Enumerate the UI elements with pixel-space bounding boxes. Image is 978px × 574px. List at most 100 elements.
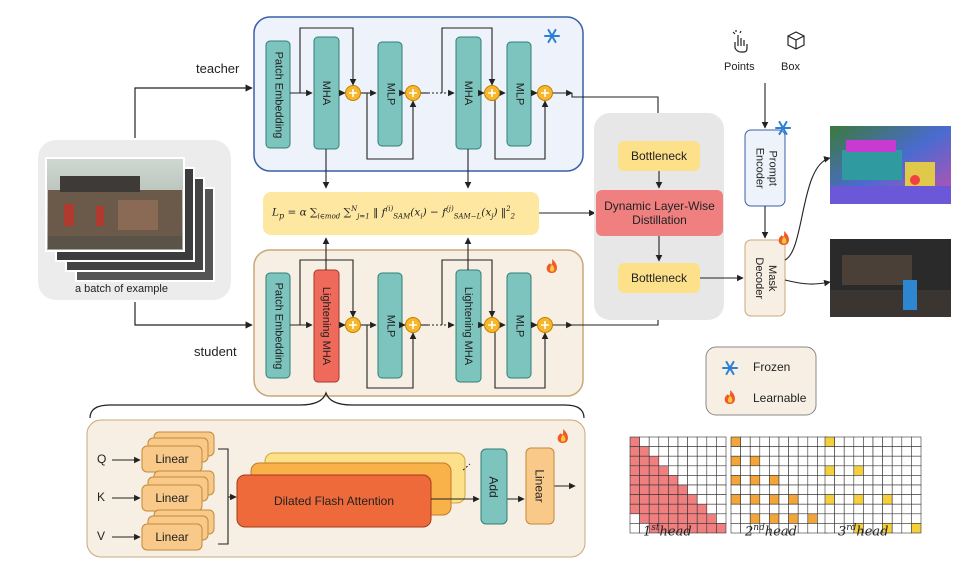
grid-cell — [769, 503, 780, 515]
grid-cell — [843, 465, 855, 476]
grid-cell — [668, 494, 679, 505]
grid-cell — [843, 513, 855, 524]
grid-cell — [749, 465, 761, 476]
grid-cell — [863, 513, 874, 524]
grid-cell — [891, 513, 903, 524]
grid-cell — [639, 436, 650, 447]
grid-cell — [824, 494, 835, 505]
grid-cell — [834, 446, 845, 457]
grid-cell — [716, 484, 727, 495]
grid-cell — [797, 465, 809, 476]
add-label: Add — [486, 475, 501, 498]
grid-cell — [882, 503, 893, 515]
grid-cell — [648, 503, 660, 515]
grid-cell — [648, 436, 660, 447]
grid-cell — [834, 436, 845, 447]
grid-cell — [863, 446, 874, 457]
grid-cell — [797, 503, 809, 515]
grid-cell — [824, 484, 835, 495]
grid-cell — [882, 484, 893, 495]
distillation-label: Dynamic Layer-Wise Distillation — [604, 198, 715, 227]
grid-cell — [648, 494, 660, 505]
teacher-mlp-2 — [506, 41, 532, 147]
grid-cell — [687, 465, 698, 476]
grid-cell — [668, 465, 679, 476]
grid-cell — [716, 503, 727, 515]
head-caption-third: 3rdhead — [838, 523, 889, 540]
grid-cell — [716, 513, 727, 524]
grid-cell — [648, 446, 660, 457]
grid-cell — [668, 513, 679, 524]
grid-cell — [668, 484, 679, 495]
teacher-mlp-2-label: MLP — [513, 82, 525, 106]
grid-cell — [853, 455, 864, 467]
linear-stack-k — [141, 470, 215, 512]
grid-cell — [687, 455, 698, 467]
output-linear-block — [525, 447, 555, 525]
grid-cell — [891, 475, 903, 486]
grid-cell — [740, 446, 751, 457]
grid-cell — [853, 475, 864, 486]
grid-cell — [911, 484, 922, 495]
grid-cell — [677, 446, 688, 457]
student-mlp-2-label: MLP — [513, 314, 525, 337]
grid-cell — [629, 523, 640, 534]
output-linear-label: Linear — [533, 469, 548, 503]
grid-cell — [843, 494, 855, 505]
grid-cell — [696, 484, 708, 495]
grid-cell — [788, 436, 799, 447]
grid-cell — [911, 523, 922, 534]
grid-cell — [629, 503, 640, 515]
grid-cell — [788, 484, 799, 495]
grid-cell — [882, 475, 893, 486]
grid-cell — [749, 436, 761, 447]
grid-cell — [824, 513, 835, 524]
grid-cell — [911, 475, 922, 486]
grid-cell — [901, 436, 912, 447]
grid-cell — [901, 465, 912, 476]
grid-cell — [639, 503, 650, 515]
grid-cell — [807, 513, 818, 524]
grid-cell — [797, 523, 809, 534]
grid-cell — [696, 523, 708, 534]
grid-cell — [863, 494, 874, 505]
grid-cell — [740, 436, 751, 447]
grid-cell — [730, 446, 741, 457]
grid-cell — [853, 465, 864, 476]
grid-cell — [658, 455, 669, 467]
grid-cell — [658, 475, 669, 486]
grid-cell — [901, 523, 912, 534]
grid-cell — [797, 446, 809, 457]
grid-cell — [769, 494, 780, 505]
grid-cell — [872, 455, 883, 467]
grid-cell — [872, 484, 883, 495]
grid-cell — [730, 475, 741, 486]
flame-icon — [724, 390, 735, 404]
grid-cell — [797, 455, 809, 467]
grid-cell — [778, 513, 789, 524]
dilated-label: Dilated Flash Attention — [273, 493, 395, 508]
grid-cell — [716, 436, 727, 447]
grid-cell — [749, 484, 761, 495]
grid-cell — [863, 475, 874, 486]
grid-cell — [668, 503, 679, 515]
grid-cell — [853, 503, 864, 515]
mask-decoder-label: Mask Decoder — [753, 257, 779, 299]
grid-cell — [740, 503, 751, 515]
grid-cell — [824, 503, 835, 515]
grid-cell — [778, 436, 789, 447]
grid-cell — [696, 494, 708, 505]
grid-cell — [769, 513, 780, 524]
grid-cell — [807, 484, 818, 495]
grid-cell — [639, 494, 650, 505]
grid-cell — [778, 484, 789, 495]
grid-cell — [863, 436, 874, 447]
head-grid-second — [730, 436, 828, 534]
loss-box — [263, 192, 539, 235]
grid-cell — [759, 465, 770, 476]
linear-v-label: Linear — [155, 529, 189, 544]
grid-cell — [740, 475, 751, 486]
grid-cell — [677, 494, 688, 505]
grid-cell — [696, 455, 708, 467]
